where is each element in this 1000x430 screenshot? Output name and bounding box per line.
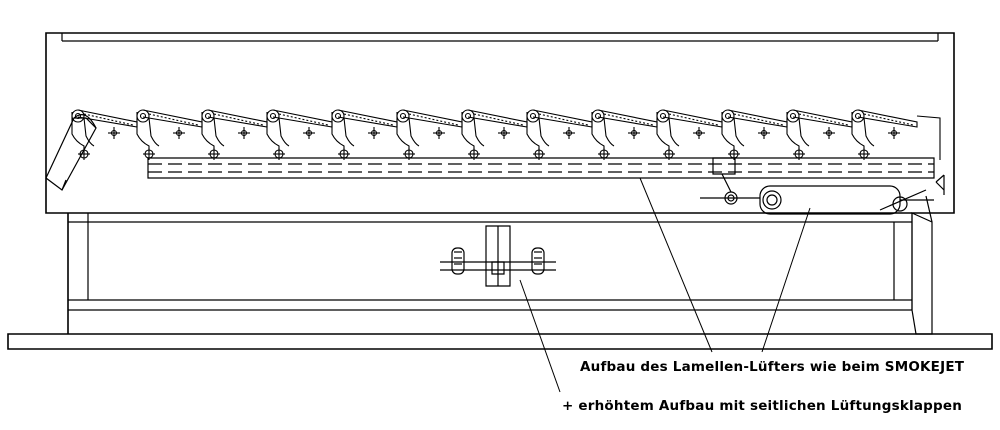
caption-louver-ventilator: Aufbau des Lamellen-Lüfters wie beim SMO… <box>580 359 965 375</box>
louver-blade <box>202 110 267 160</box>
caption-raised-structure: + erhöhtem Aufbau mit seitlichen Lüftung… <box>562 398 963 414</box>
louver-blade <box>657 110 722 160</box>
lower-frame <box>68 213 912 334</box>
base-plate <box>8 334 992 349</box>
left-side-flap <box>46 115 96 190</box>
outer-housing <box>46 33 954 213</box>
louver-blade <box>787 110 852 160</box>
louver-blade <box>332 110 397 160</box>
leader-line-center <box>520 280 560 392</box>
louver-end-cap <box>917 116 940 160</box>
center-drive-mechanism <box>440 226 556 286</box>
louver-blade <box>72 110 137 160</box>
louver-blade <box>137 110 202 160</box>
louver-blade <box>722 110 787 160</box>
actuator-cylinder <box>700 158 934 214</box>
louver-blade <box>527 110 592 160</box>
louver-blade <box>852 110 917 160</box>
louver-group <box>72 110 940 160</box>
louver-blade <box>462 110 527 160</box>
louver-blade <box>592 110 657 160</box>
louver-carrier-rail <box>148 158 934 178</box>
right-side-flap <box>912 175 944 334</box>
louver-blade <box>267 110 332 160</box>
leader-line-louver <box>640 178 712 352</box>
leader-line-cylinder <box>762 208 810 352</box>
louver-blade <box>397 110 462 160</box>
